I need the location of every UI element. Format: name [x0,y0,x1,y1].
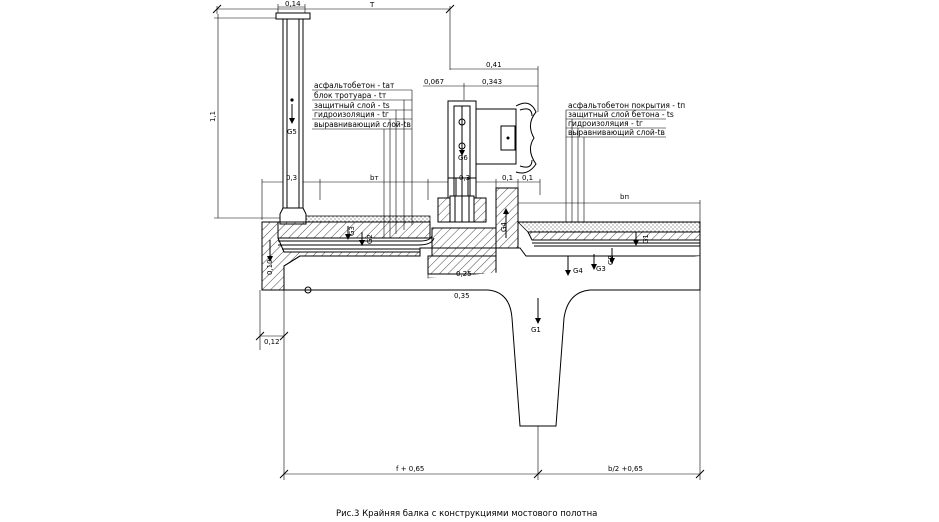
right-layer-protective: защитный слой бетона - ts [568,110,674,119]
right-layer-waterproofing: гидроизоляция - tг [568,119,643,128]
left-layer-protective: защитный слой - ts [314,101,390,110]
dim-0-3-right: 0,3 [459,174,470,182]
dim-0-12: 0,12 [264,338,280,346]
dim-bp: bп [620,193,629,201]
right-layer-leveling: выравнивающий слой-tв [568,128,665,137]
dim-0-10: 0,10 [266,259,274,275]
load-g2-left: G2 [366,234,374,244]
load-g1: G1 [531,326,541,334]
left-layer-leveling: выравнивающий слой-tв [314,120,411,129]
load-g3-left: G3 [348,226,356,236]
dim-0-1-a: 0,1 [502,174,513,182]
load-g4: G4 [573,267,583,275]
dim-0-343: 0,343 [482,78,502,86]
dim-0-3-left: 0,3 [286,174,297,182]
dim-f-0-65: f + 0,65 [396,465,424,473]
figure-caption: Рис.3 Крайняя балка с конструкциями мост… [336,509,597,519]
dim-1-1: 1,1 [209,111,217,122]
left-layer-waterproofing: гидроизоляция - tг [314,110,389,119]
load-arrows [267,208,639,276]
load-labels: G5 G6 G1 G4 G3 G2 G1 G3 G2 G4 [287,128,650,334]
dim-0-41: 0,41 [486,61,502,69]
load-g6: G6 [458,154,468,162]
dim-0-25: 0,25 [456,270,472,278]
dimension-texts: 0,14 T 1,1 0,41 0,067 0,343 0,3 bт 0,3 0… [209,0,643,473]
left-layer-sidewalk-block: блок тротуара - tт [314,91,387,100]
load-g2: G2 [607,255,615,265]
dim-bt: bт [370,174,379,182]
load-g1-right: G1 [642,234,650,244]
right-layer-asphalt: асфальтобетон покрытия - tп [568,101,685,110]
left-layer-asphalt: асфальтобетон - tат [314,81,395,90]
main-girder [283,256,701,427]
dim-0-1-b: 0,1 [522,174,533,182]
dim-0-35: 0,35 [454,292,470,300]
dim-0-067: 0,067 [424,78,444,86]
load-g3: G3 [596,265,606,273]
load-g4-left: G4 [500,222,508,232]
load-g5: G5 [287,128,297,136]
dim-T: T [369,1,375,9]
left-layer-legend: асфальтобетон - tат блок тротуара - tт з… [312,81,413,242]
right-layer-legend: асфальтобетон покрытия - tп защитный сло… [565,101,685,244]
dim-b2-0-65: b/2 +0,65 [608,465,643,473]
guardrail-barrier [437,100,537,223]
dim-0-14: 0,14 [285,0,301,8]
railing-post [275,12,311,225]
